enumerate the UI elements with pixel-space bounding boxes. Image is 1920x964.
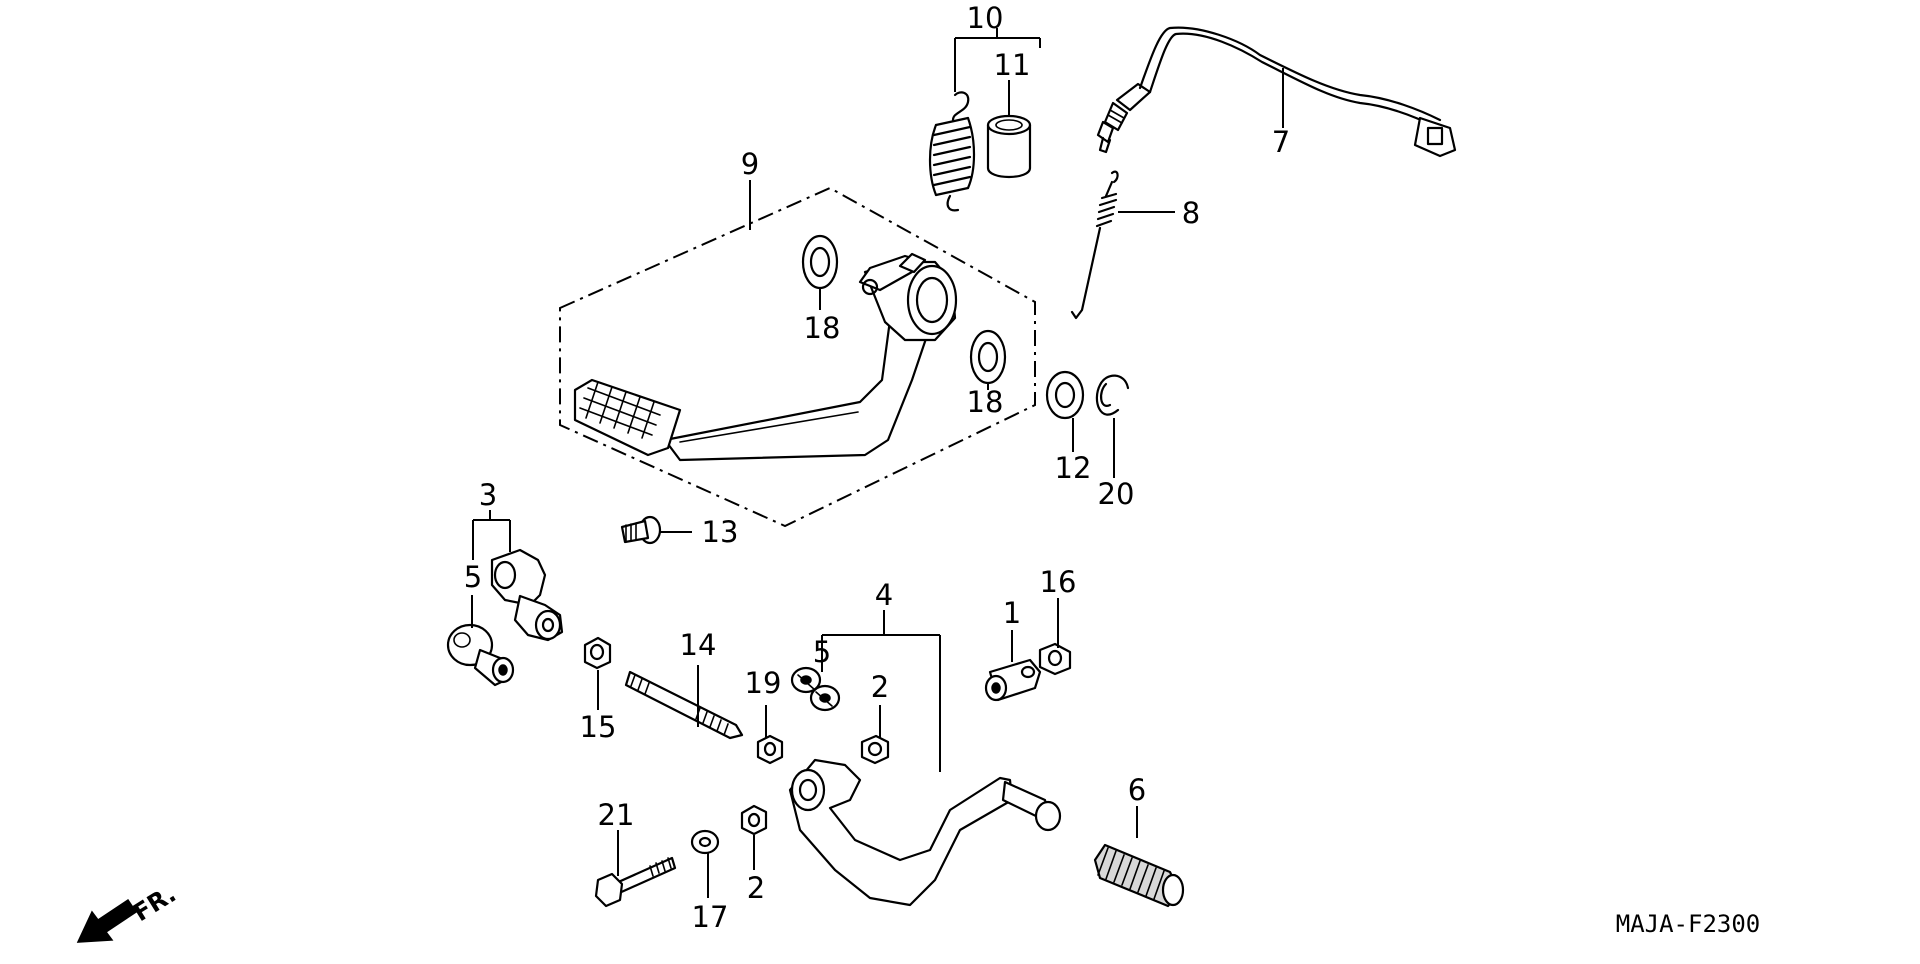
callout-16: 16 xyxy=(1040,565,1077,599)
pedal-pad-texture xyxy=(579,381,661,439)
callout-18-upper: 18 xyxy=(804,311,841,345)
nut-16[interactable] xyxy=(1038,642,1072,676)
callout-5-left: 5 xyxy=(464,560,482,594)
callout-21: 21 xyxy=(598,798,635,832)
nut-2-upper[interactable] xyxy=(860,734,890,765)
callout-5-center: 5 xyxy=(813,635,831,669)
callout-8: 8 xyxy=(1182,196,1200,230)
pivot-bolt-13[interactable] xyxy=(620,515,662,545)
joint-1[interactable] xyxy=(984,658,1042,702)
callout-1: 1 xyxy=(1003,596,1021,630)
callout-10: 10 xyxy=(967,1,1004,35)
bolt-21[interactable] xyxy=(594,856,677,908)
joint-ball-5[interactable] xyxy=(446,623,515,687)
nut-19[interactable] xyxy=(756,734,784,765)
drawing-code: MAJA-F2300 xyxy=(1616,910,1761,938)
brake-pedal[interactable] xyxy=(573,252,958,462)
callout-14: 14 xyxy=(680,628,717,662)
spring-collar-11[interactable] xyxy=(986,114,1032,178)
assembly-outline xyxy=(559,186,1036,528)
callout-6: 6 xyxy=(1128,773,1146,807)
callout-3: 3 xyxy=(479,478,497,512)
callout-4: 4 xyxy=(875,578,893,612)
leader-lines xyxy=(471,28,1284,898)
callout-15: 15 xyxy=(580,710,617,744)
front-direction-indicator: FR. xyxy=(76,880,181,943)
callout-7: 7 xyxy=(1272,125,1290,159)
oil-seal-lower[interactable] xyxy=(969,329,1007,385)
joint-rod-end-3[interactable] xyxy=(490,548,564,642)
callout-2-lower: 2 xyxy=(747,871,765,905)
callout-11: 11 xyxy=(994,48,1031,82)
callout-2-upper: 2 xyxy=(871,670,889,704)
callouts: 10 11 7 8 9 18 18 12 20 13 3 5 15 14 19 … xyxy=(464,1,1290,934)
push-rod-14[interactable] xyxy=(624,670,744,740)
front-label: FR. xyxy=(128,880,181,927)
washer-12[interactable] xyxy=(1045,370,1085,420)
brake-light-switch-7[interactable] xyxy=(1096,26,1457,158)
front-arrow-icon xyxy=(76,898,138,943)
step-rubber-6[interactable] xyxy=(1093,843,1185,908)
nut-15[interactable] xyxy=(583,636,612,670)
nut-2-lower[interactable] xyxy=(740,804,768,836)
callout-20: 20 xyxy=(1098,477,1135,511)
switch-spring-8[interactable] xyxy=(1070,170,1119,320)
callout-19: 19 xyxy=(745,666,782,700)
step-arm-4[interactable] xyxy=(788,758,1062,907)
callout-12: 12 xyxy=(1055,451,1092,485)
callout-17: 17 xyxy=(692,900,729,934)
callout-13: 13 xyxy=(702,515,739,549)
joint-ball-5-center[interactable] xyxy=(790,666,841,712)
washer-17[interactable] xyxy=(690,829,720,855)
callout-18-lower: 18 xyxy=(967,385,1004,419)
circlip-20[interactable] xyxy=(1095,374,1130,416)
oil-seal-upper[interactable] xyxy=(801,234,839,290)
callout-9: 9 xyxy=(741,147,759,181)
return-spring-10[interactable] xyxy=(928,91,976,212)
